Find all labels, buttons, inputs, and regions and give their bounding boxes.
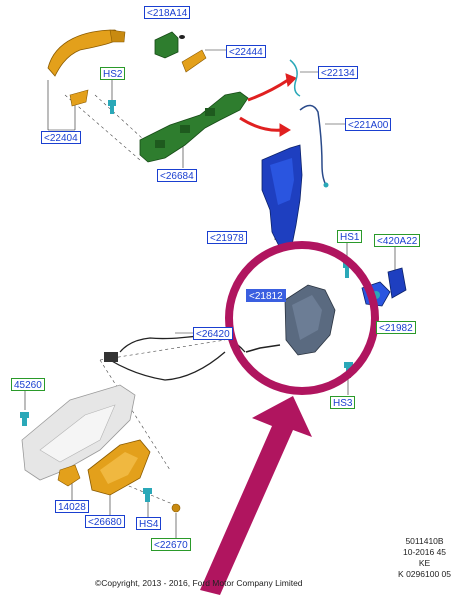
- document-code-block: 5011410B 10-2016 45 KE K 0296100 05: [398, 536, 451, 580]
- callout-420A22: <420A22: [374, 234, 421, 247]
- striker-bracket: [387, 267, 407, 299]
- bolt-hs2: [108, 100, 116, 114]
- callout-26684: <26684: [157, 169, 197, 182]
- door-latch-carrier: [261, 144, 303, 249]
- doc-code-line: 5011410B: [405, 536, 444, 546]
- interior-door-handle: [87, 439, 151, 496]
- exterior-door-handle: [47, 29, 126, 77]
- doc-code-line: K 0296100 05: [398, 569, 451, 579]
- callout-221A00: <221A00: [345, 118, 392, 131]
- callout-22404: <22404: [41, 131, 81, 144]
- callout-21812: <21812: [246, 289, 286, 302]
- handle-clip: [69, 89, 89, 107]
- doc-code-line: 10-2016 45: [403, 547, 447, 557]
- callout-26420: <26420: [193, 327, 233, 340]
- switch-14028: [57, 464, 81, 487]
- callout-22134: <22134: [318, 66, 358, 79]
- cable-221A00: [299, 104, 329, 188]
- callout-26680: <26680: [85, 515, 125, 528]
- doc-code-line: KE: [418, 558, 431, 568]
- callout-hs2: HS2: [100, 67, 126, 80]
- callout-21978: <21978: [207, 231, 247, 244]
- key-cylinder-cap: [154, 31, 185, 59]
- red-direction-arrows: [239, 73, 297, 137]
- copyright-text: ©Copyright, 2013 - 2016, Ford Motor Comp…: [95, 578, 303, 588]
- callout-hs3: HS3: [330, 396, 356, 409]
- callout-21982: <21982: [376, 321, 416, 334]
- callout-218A14: <218A14: [144, 6, 191, 19]
- highlight-circle: [225, 241, 379, 395]
- bolt-45260: [20, 412, 29, 426]
- bolt-hs4: [143, 488, 152, 502]
- cap-22670: [171, 503, 181, 513]
- handle-bracket: [139, 91, 249, 163]
- callout-14028: 14028: [55, 500, 89, 513]
- callout-22444: <22444: [226, 45, 266, 58]
- callout-22670: <22670: [151, 538, 191, 551]
- handle-gasket: [181, 49, 207, 73]
- cable-22134: [289, 59, 301, 97]
- interior-handle-frame: [21, 384, 136, 481]
- callout-hs1: HS1: [337, 230, 363, 243]
- door-latch-assembly: [245, 284, 336, 356]
- callout-hs4: HS4: [136, 517, 162, 530]
- highlight-arrow: [200, 396, 312, 595]
- callout-45260: 45260: [11, 378, 45, 391]
